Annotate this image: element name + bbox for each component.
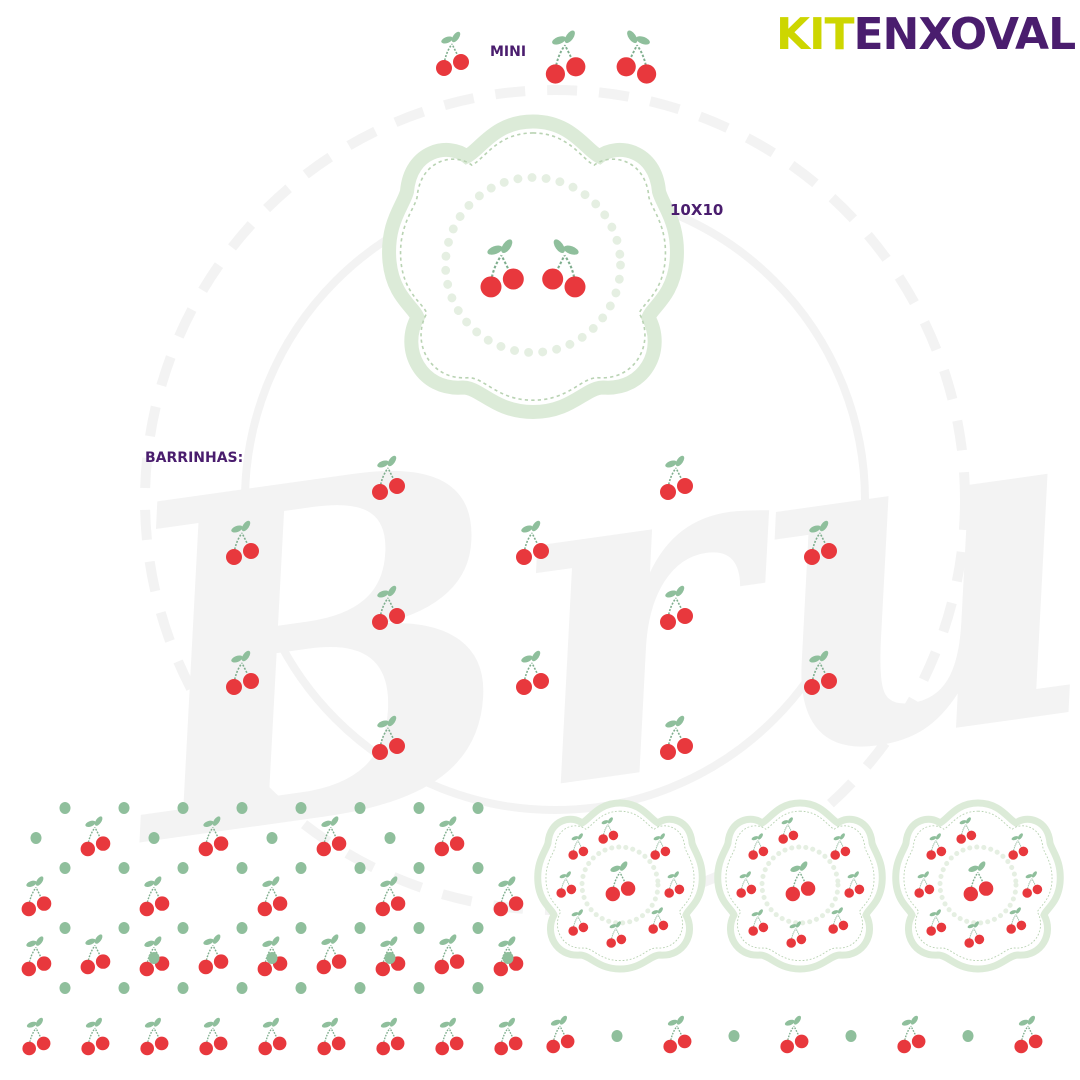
cherry-motif: [198, 1015, 229, 1056]
brand-enxoval: ENXOVAL: [853, 9, 1076, 60]
dot-motif: [354, 922, 366, 934]
dot-motif: [177, 982, 189, 994]
brand-logo: KITENXOVAL: [776, 9, 1076, 60]
dot-motif: [962, 1030, 974, 1042]
dot-motif: [148, 952, 160, 964]
dot-motif: [177, 862, 189, 874]
dot-motif: [295, 982, 307, 994]
cherry-motif: [433, 932, 466, 975]
cherry-motif: [545, 1013, 576, 1054]
cherry-motif: [80, 1015, 111, 1056]
dot-motif: [413, 922, 425, 934]
cherry-motif: [21, 1015, 52, 1056]
dot-motif: [413, 862, 425, 874]
cherry-motif: [20, 874, 53, 917]
dot-motif: [472, 802, 484, 814]
mini-label: MINI: [490, 44, 527, 60]
mini-section: [435, 27, 658, 85]
cherry-motif: [434, 1015, 465, 1056]
dot-motif: [59, 802, 71, 814]
dot-motif: [59, 862, 71, 874]
dot-motif: [118, 982, 130, 994]
dot-motif: [845, 1030, 857, 1042]
cherry-motif: [79, 814, 112, 857]
small-coaster: [718, 803, 883, 969]
dot-motif: [472, 982, 484, 994]
dot-motif: [384, 952, 396, 964]
dot-motif: [295, 922, 307, 934]
coaster-large: [389, 122, 677, 413]
dot-motif: [354, 982, 366, 994]
dot-motif: [266, 952, 278, 964]
border-row: [21, 1013, 1044, 1056]
dot-motif: [118, 922, 130, 934]
dot-motif: [354, 862, 366, 874]
small-coaster: [896, 803, 1061, 969]
barrinhas-label: BARRINHAS:: [145, 450, 244, 466]
cherry-motif: [79, 932, 112, 975]
dot-motif: [354, 802, 366, 814]
dot-motif: [236, 862, 248, 874]
dot-motif: [611, 1030, 623, 1042]
dot-motif: [472, 862, 484, 874]
cherry-motif: [493, 1015, 524, 1056]
cherry-motif: [1013, 1013, 1044, 1054]
cherry-motif: [375, 1015, 406, 1056]
dot-motif: [177, 802, 189, 814]
dot-motif: [118, 862, 130, 874]
dot-motif: [236, 982, 248, 994]
dot-motif: [30, 832, 42, 844]
cherry-motif: [315, 932, 348, 975]
cherry-motif: [257, 1015, 288, 1056]
cherry-motif: [662, 1013, 693, 1054]
dot-motif: [59, 922, 71, 934]
dot-motif: [148, 832, 160, 844]
dot-motif: [236, 922, 248, 934]
small-coaster: [538, 803, 703, 969]
dot-motif: [266, 832, 278, 844]
cherry-motif: [20, 934, 53, 977]
dot-motif: [413, 982, 425, 994]
cherry-motif: [139, 1015, 170, 1056]
small-coasters: [538, 803, 1061, 969]
dot-motif: [118, 802, 130, 814]
dot-motif: [502, 952, 514, 964]
dot-motif: [384, 832, 396, 844]
dot-motif: [236, 802, 248, 814]
brand-kit: KIT: [776, 9, 854, 60]
cherry-motif: [779, 1013, 810, 1054]
dot-motif: [295, 862, 307, 874]
cherry-motif: [316, 1015, 347, 1056]
dot-motif: [295, 802, 307, 814]
dot-motif: [413, 802, 425, 814]
size-label: 10X10: [670, 201, 724, 219]
dot-motif: [59, 982, 71, 994]
dot-motif: [177, 922, 189, 934]
dot-motif: [728, 1030, 740, 1042]
dot-motif: [472, 922, 484, 934]
cherry-motif: [896, 1013, 927, 1054]
